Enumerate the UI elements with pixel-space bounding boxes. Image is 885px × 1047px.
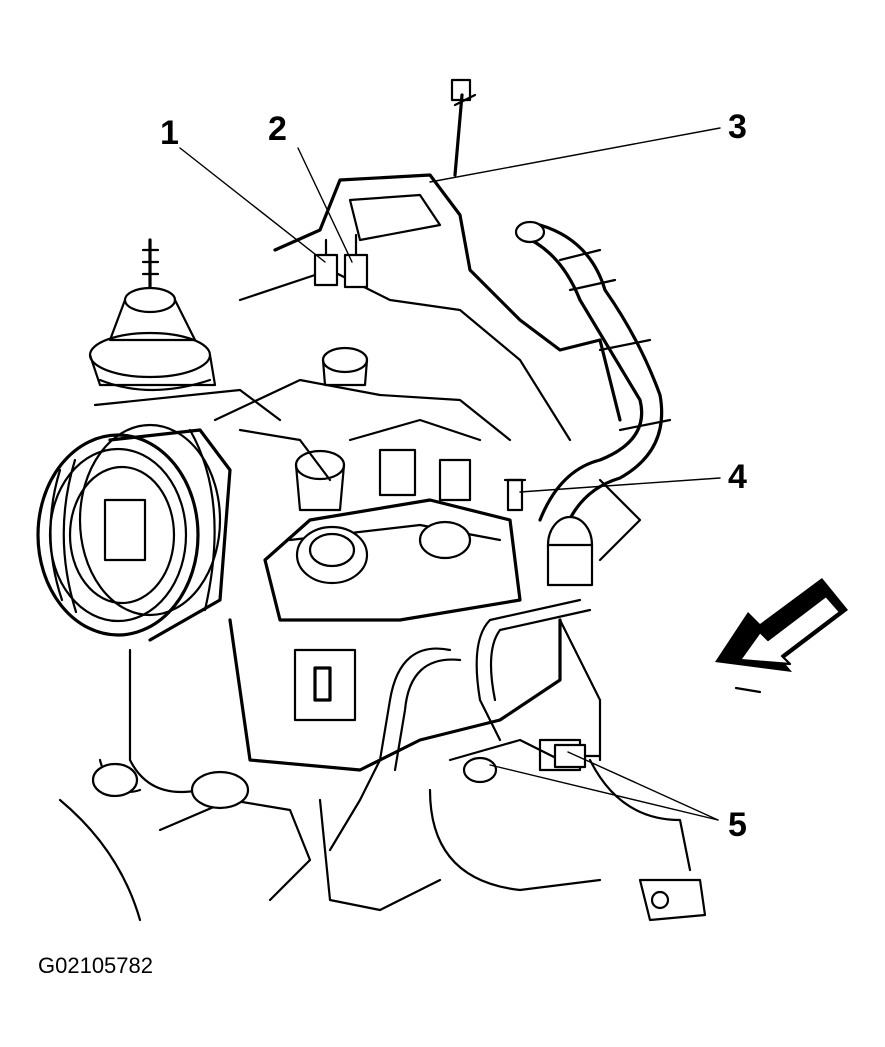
callout-5: 5 (728, 806, 747, 844)
sensors-top (313, 233, 369, 289)
leader-lines (179, 127, 721, 821)
front-arrow-icon (715, 578, 848, 694)
engine-block (58, 173, 692, 922)
bottom-bracket (638, 878, 707, 922)
compressor-pulley (36, 423, 232, 642)
sensor-5 (553, 743, 602, 769)
callout-1: 1 (160, 114, 179, 152)
figure-id: G02105782 (38, 953, 153, 978)
dipstick (450, 78, 477, 177)
booster-assembly (88, 238, 282, 422)
intake-components (238, 346, 482, 585)
heater-hoses (514, 220, 672, 587)
bolt-4 (503, 478, 527, 512)
callout-3: 3 (728, 108, 747, 146)
callout-2: 2 (268, 110, 287, 148)
lines (328, 598, 602, 852)
callout-4: 4 (728, 458, 747, 496)
